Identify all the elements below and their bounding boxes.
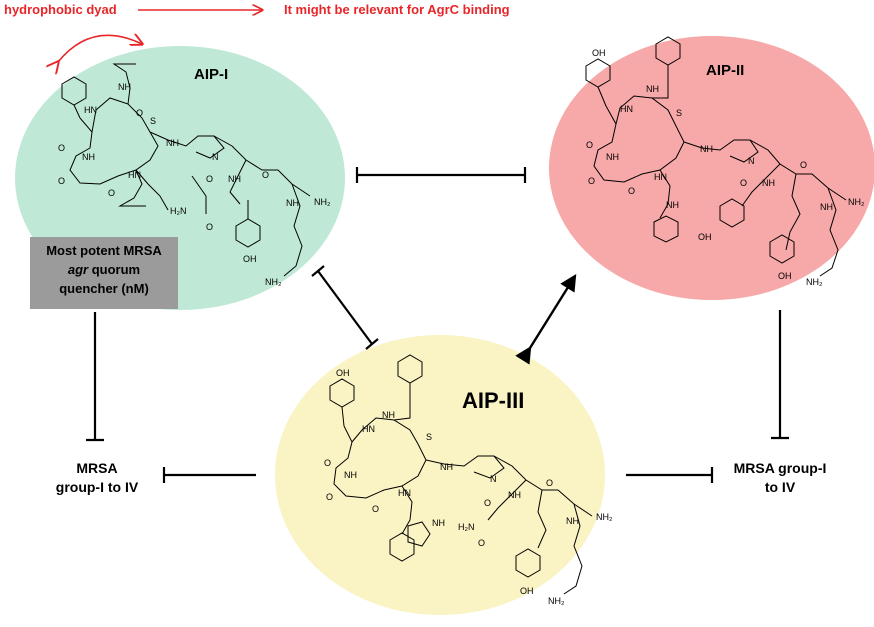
svg-text:NH: NH xyxy=(166,138,179,148)
svg-text:NH: NH xyxy=(820,202,833,212)
svg-text:H₂N: H₂N xyxy=(170,206,187,216)
svg-text:OH: OH xyxy=(698,232,712,242)
svg-text:NH: NH xyxy=(700,144,713,154)
left-target: MRSA group-I to IV xyxy=(42,459,152,497)
svg-text:NH: NH xyxy=(432,518,445,528)
aip2-label: AIP-II xyxy=(706,62,745,79)
svg-text:O: O xyxy=(108,188,115,198)
left-target-line2: group-I to IV xyxy=(55,479,139,495)
svg-text:NH: NH xyxy=(118,82,131,92)
aip1-to-left-target xyxy=(86,312,104,442)
svg-text:O: O xyxy=(326,492,333,502)
right-target-line1: MRSA group-I xyxy=(733,460,827,476)
svg-text:O: O xyxy=(262,170,269,180)
aip2-structure xyxy=(585,36,847,277)
svg-text:OH: OH xyxy=(520,586,534,596)
svg-text:S: S xyxy=(426,432,432,442)
svg-text:NH: NH xyxy=(286,198,299,208)
svg-text:NH₂: NH₂ xyxy=(596,512,613,522)
agrc-binding-note: It might be relevant for AgrC binding xyxy=(284,2,510,17)
svg-text:NH₂: NH₂ xyxy=(548,596,565,606)
svg-text:O: O xyxy=(136,108,143,118)
aip2-to-right-target xyxy=(771,310,789,440)
svg-text:O: O xyxy=(628,186,635,196)
svg-text:HN: HN xyxy=(84,105,97,115)
dyad-curved-arrow xyxy=(58,35,142,62)
svg-text:O: O xyxy=(740,178,747,188)
svg-text:O: O xyxy=(586,140,593,150)
svg-text:S: S xyxy=(676,108,682,118)
aip1-atom-labels: HN O NH O NH O S O HN NH N O H₂N O NH O … xyxy=(58,82,331,287)
aip2-atom-labels: OH HN O NH O NH S O HN NH N O NH OH NH O… xyxy=(586,48,865,287)
svg-text:NH₂: NH₂ xyxy=(314,197,331,207)
svg-text:HN: HN xyxy=(398,488,411,498)
svg-text:S: S xyxy=(150,116,156,126)
svg-text:OH: OH xyxy=(592,48,606,58)
callout-quorum: quorum xyxy=(88,262,141,277)
aip1-aip2-inhibition xyxy=(355,167,527,183)
most-potent-callout: Most potent MRSA agr quorum quencher (nM… xyxy=(30,237,178,309)
svg-text:O: O xyxy=(324,458,331,468)
svg-text:OH: OH xyxy=(778,271,792,281)
aip3-atom-labels: OH HN O NH O NH S O HN NH NH N O H₂N O N… xyxy=(324,368,613,606)
svg-text:OH: OH xyxy=(336,368,350,378)
svg-text:O: O xyxy=(206,222,213,232)
svg-text:O: O xyxy=(800,160,807,170)
aip1-structure xyxy=(61,63,311,277)
aip3-node xyxy=(275,335,605,615)
svg-text:O: O xyxy=(588,176,595,186)
svg-text:O: O xyxy=(484,498,491,508)
svg-text:N: N xyxy=(748,156,755,166)
svg-text:NH₂: NH₂ xyxy=(806,277,823,287)
svg-text:O: O xyxy=(546,478,553,488)
callout-line2: agr quorum xyxy=(30,260,178,279)
right-target-line2: to IV xyxy=(764,479,796,495)
svg-text:H₂N: H₂N xyxy=(458,522,475,532)
aip1-aip3-inhibition xyxy=(311,265,379,350)
aip3-to-left-target xyxy=(162,467,256,483)
svg-text:HN: HN xyxy=(654,172,667,182)
callout-line3: quencher (nM) xyxy=(59,281,149,296)
svg-text:NH: NH xyxy=(566,516,579,526)
aip3-to-right-target xyxy=(626,467,714,483)
svg-text:N: N xyxy=(212,152,219,162)
svg-text:O: O xyxy=(58,176,65,186)
callout-line1: Most potent MRSA xyxy=(46,243,162,258)
svg-text:NH: NH xyxy=(344,470,357,480)
svg-text:NH: NH xyxy=(382,410,395,420)
svg-text:NH: NH xyxy=(440,462,453,472)
svg-text:NH: NH xyxy=(508,490,521,500)
left-target-line1: MRSA xyxy=(76,460,118,476)
svg-text:HN: HN xyxy=(620,104,633,114)
svg-text:NH: NH xyxy=(666,200,679,210)
callout-agr: agr xyxy=(67,262,89,277)
aip2-node xyxy=(549,36,874,300)
svg-text:O: O xyxy=(206,174,213,184)
svg-text:O: O xyxy=(478,538,485,548)
svg-text:O: O xyxy=(372,504,379,514)
svg-text:NH: NH xyxy=(606,152,619,162)
svg-text:NH₂: NH₂ xyxy=(848,197,865,207)
aip3-label: AIP-III xyxy=(462,388,525,413)
svg-text:NH: NH xyxy=(228,174,241,184)
svg-text:HN: HN xyxy=(128,170,141,180)
svg-text:NH: NH xyxy=(646,84,659,94)
svg-text:NH: NH xyxy=(762,178,775,188)
svg-text:O: O xyxy=(58,143,65,153)
aip2-aip3-double-arrow xyxy=(515,273,577,365)
aip3-structure xyxy=(329,354,593,595)
svg-text:NH: NH xyxy=(82,152,95,162)
hydrophobic-dyad-note: hydrophobic dyad xyxy=(4,2,117,17)
svg-text:OH: OH xyxy=(243,254,257,264)
right-target: MRSA group-I to IV xyxy=(720,459,840,497)
svg-text:NH₂: NH₂ xyxy=(265,277,282,287)
svg-text:N: N xyxy=(490,474,497,484)
aip1-label: AIP-I xyxy=(194,66,229,83)
svg-text:HN: HN xyxy=(362,424,375,434)
